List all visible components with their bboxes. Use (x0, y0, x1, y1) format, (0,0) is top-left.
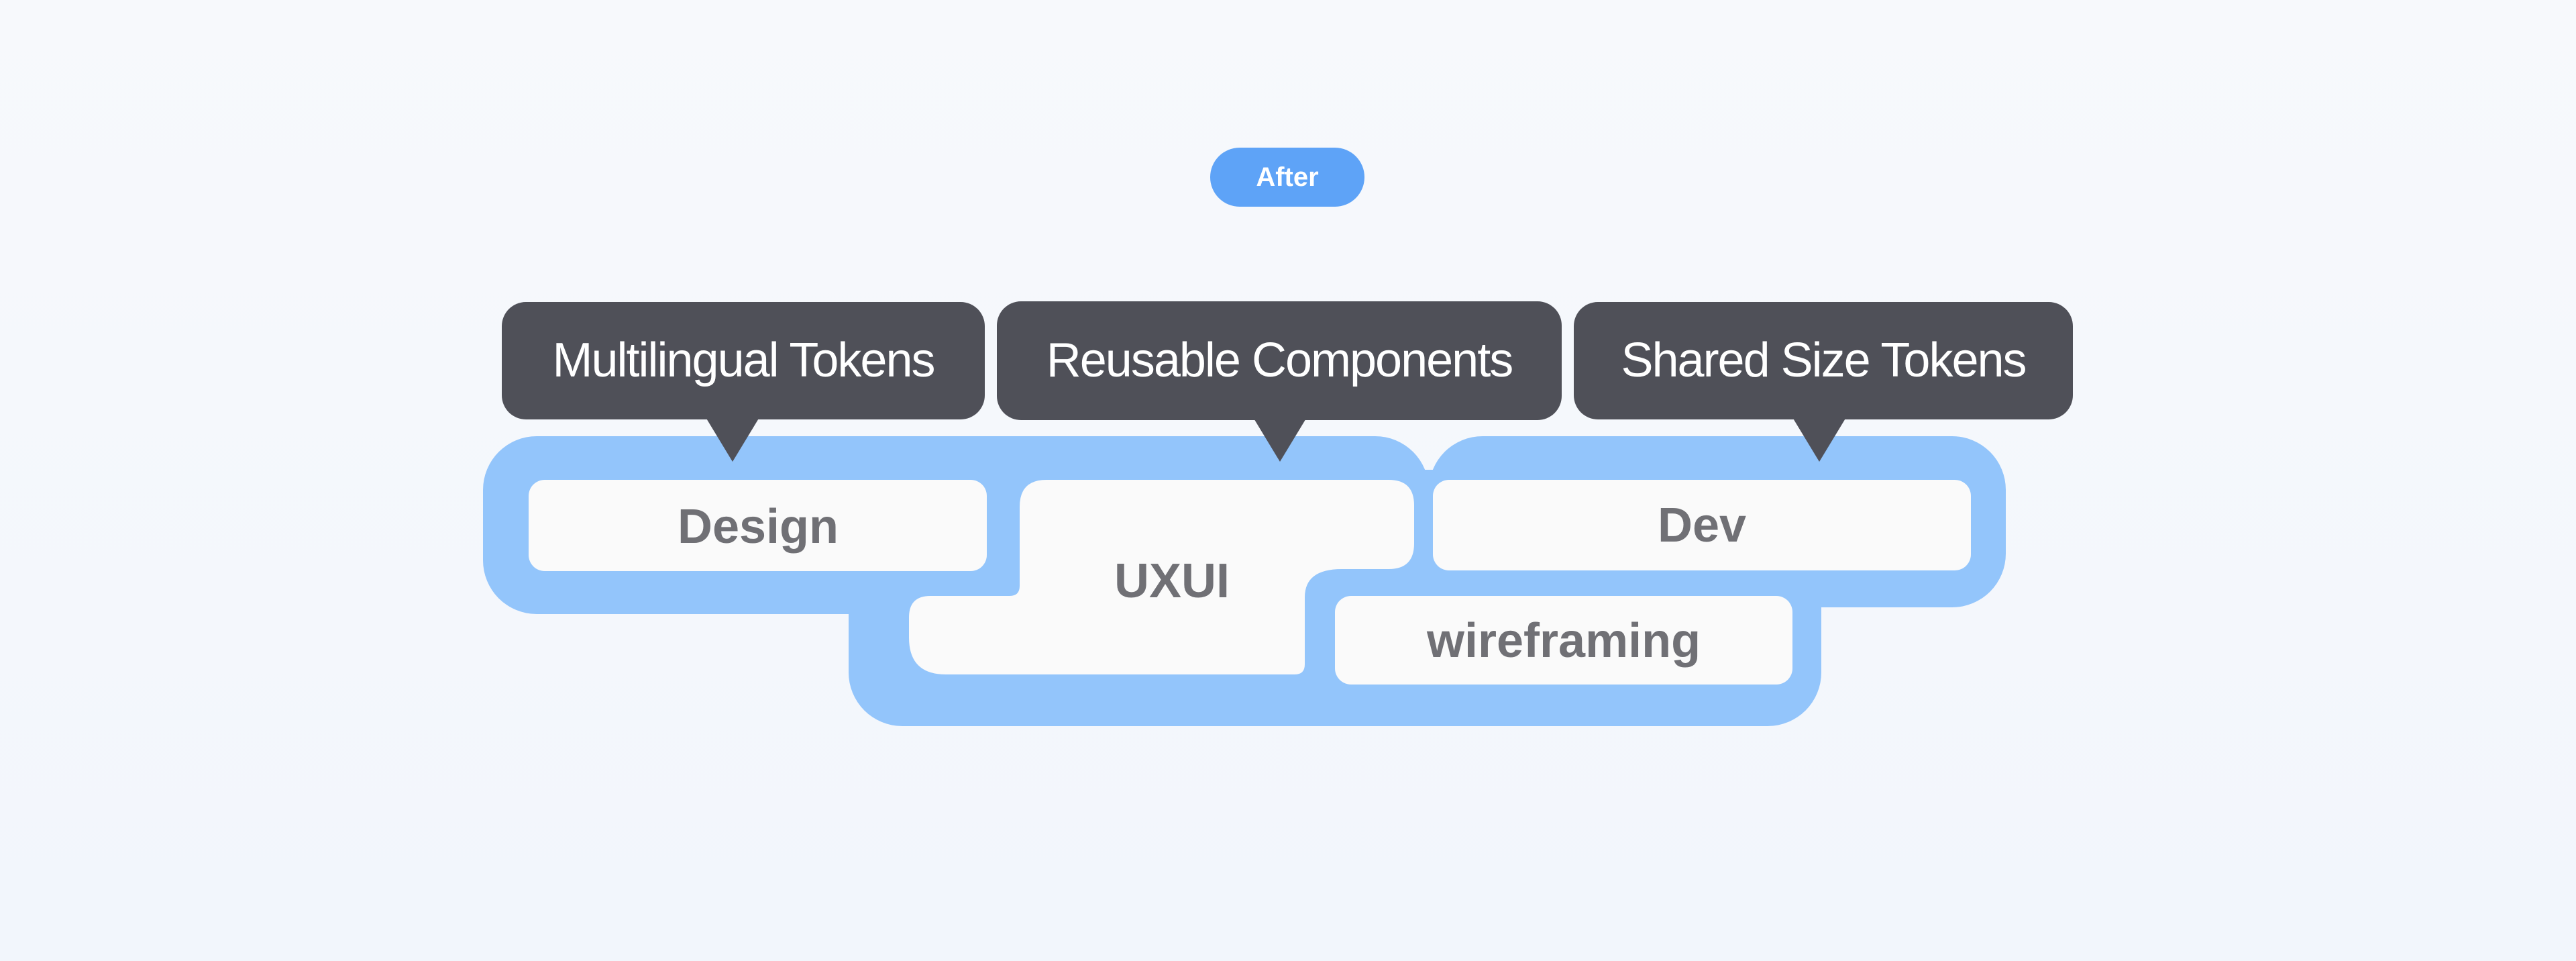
callout-reusable-components-box (997, 301, 1562, 420)
wireframing-card (1335, 596, 1792, 685)
callout-reusable-components: Reusable Components (997, 301, 1562, 462)
callout-shared-size-tokens-pointer (1792, 417, 1846, 462)
uxui-card (909, 480, 1414, 674)
callout-multilingual-tokens-box (502, 302, 985, 419)
callout-multilingual-tokens: Multilingual Tokens (502, 302, 985, 462)
after-badge-label: After (1256, 162, 1318, 192)
dev-card (1433, 480, 1971, 570)
callout-reusable-components-label: Reusable Components (1046, 334, 1512, 387)
dev-card-label: Dev (1658, 499, 1746, 552)
callout-shared-size-tokens: Shared Size Tokens (1574, 302, 2073, 462)
design-card (529, 480, 987, 571)
callout-multilingual-tokens-pointer (706, 417, 759, 462)
callout-multilingual-tokens-label: Multilingual Tokens (552, 334, 934, 387)
design-card-label: Design (678, 500, 839, 554)
callout-shared-size-tokens-box (1574, 302, 2073, 419)
callout-shared-size-tokens-label: Shared Size Tokens (1621, 334, 2025, 387)
cards: Design UXUI Dev wireframing (529, 480, 1971, 685)
callouts: Multilingual Tokens Reusable Components … (502, 301, 2073, 462)
wireframing-card-label: wireframing (1426, 614, 1701, 668)
uxui-card-label: UXUI (1114, 554, 1230, 608)
after-badge: After (1210, 148, 1364, 207)
callout-reusable-components-pointer (1253, 417, 1307, 462)
after-badge-pill (1210, 148, 1364, 207)
